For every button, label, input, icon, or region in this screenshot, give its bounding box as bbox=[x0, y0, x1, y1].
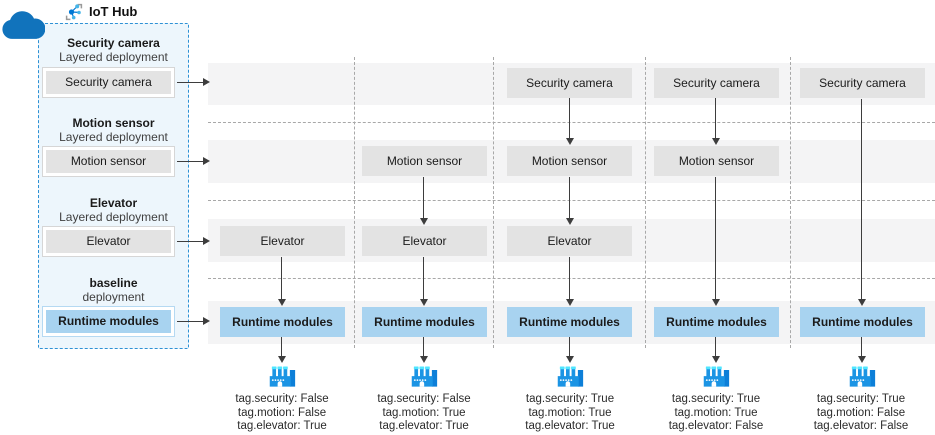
arrow-down bbox=[711, 337, 720, 363]
deployment-box-motion-sensor: Motion sensor bbox=[42, 146, 175, 177]
module-box-motion-sensor: Motion sensor bbox=[362, 146, 487, 176]
deployment-box-security-camera: Security camera bbox=[42, 67, 175, 98]
iot-hub-label: IoT Hub bbox=[89, 4, 138, 19]
arrow-right bbox=[177, 317, 210, 326]
arrow-down bbox=[857, 337, 866, 363]
module-box-elevator: Elevator bbox=[220, 226, 345, 256]
tag-line: tag.elevator: True bbox=[237, 420, 327, 432]
module-box-motion-sensor: Motion sensor bbox=[507, 146, 632, 176]
tag-line: tag.security: False bbox=[235, 393, 329, 405]
module-box-motion-sensor: Motion sensor bbox=[654, 146, 779, 176]
grid-row-divider bbox=[208, 278, 935, 279]
tag-line: tag.motion: False bbox=[816, 406, 906, 419]
deployment-subtitle: deployment bbox=[82, 290, 145, 304]
arrow-down bbox=[565, 98, 574, 145]
tag-line: tag.elevator: True bbox=[379, 420, 469, 432]
grid-row-divider bbox=[208, 200, 935, 201]
deployment-title: Elevator bbox=[89, 196, 138, 210]
module-box-security-camera: Security camera bbox=[800, 68, 925, 98]
arrow-down bbox=[419, 337, 428, 363]
arrow-down bbox=[711, 177, 720, 306]
deployment-box-runtime-modules: Runtime modules bbox=[42, 306, 175, 337]
device-tags: tag.security: False tag.motion: True tag… bbox=[349, 393, 499, 434]
grid-column-divider bbox=[790, 57, 791, 348]
device-tags: tag.security: True tag.motion: True tag.… bbox=[641, 393, 791, 434]
arrow-down bbox=[565, 337, 574, 363]
module-box-runtime-modules: Runtime modules bbox=[220, 307, 345, 337]
tag-line: tag.motion: True bbox=[528, 406, 612, 419]
device-tags: tag.security: False tag.motion: False ta… bbox=[207, 393, 357, 434]
arrow-down bbox=[857, 99, 866, 306]
tag-line: tag.motion: False bbox=[237, 406, 327, 419]
module-box-runtime-modules: Runtime modules bbox=[654, 307, 779, 337]
deployment-subtitle: Layered deployment bbox=[59, 130, 168, 144]
tag-line: tag.elevator: False bbox=[813, 420, 909, 432]
iot-edge-device-icon bbox=[703, 366, 730, 387]
deployment-box-label: Security camera bbox=[46, 71, 171, 94]
tag-line: tag.elevator: False bbox=[668, 420, 764, 432]
tag-line: tag.motion: True bbox=[382, 406, 466, 419]
arrow-right bbox=[177, 78, 210, 87]
module-box-elevator: Elevator bbox=[507, 226, 632, 256]
arrow-down bbox=[565, 177, 574, 225]
deployment-subtitle: Layered deployment bbox=[59, 50, 168, 64]
tag-line: tag.security: False bbox=[377, 393, 471, 405]
arrow-down bbox=[277, 337, 286, 363]
iot-hub-icon bbox=[65, 3, 83, 21]
arrow-down bbox=[565, 257, 574, 306]
deployment-box-label: Motion sensor bbox=[46, 150, 171, 173]
deployment-box-label: Elevator bbox=[46, 230, 171, 253]
module-box-security-camera: Security camera bbox=[507, 68, 632, 98]
grid-column-divider bbox=[645, 57, 646, 348]
arrow-right bbox=[177, 237, 210, 246]
iot-edge-device-icon bbox=[411, 366, 438, 387]
cloud-icon bbox=[2, 11, 45, 39]
iot-edge-device-icon bbox=[269, 366, 296, 387]
device-tags: tag.security: True tag.motion: False tag… bbox=[786, 393, 935, 434]
arrow-down bbox=[419, 177, 428, 225]
tag-line: tag.security: True bbox=[816, 393, 906, 405]
grid-row-divider bbox=[208, 122, 935, 123]
deployment-title: Motion sensor bbox=[72, 116, 155, 130]
arrow-down bbox=[711, 98, 720, 145]
grid-column-divider bbox=[493, 57, 494, 348]
grid-column-divider bbox=[354, 57, 355, 348]
tag-line: tag.elevator: True bbox=[525, 420, 615, 432]
device-tags: tag.security: True tag.motion: True tag.… bbox=[495, 393, 645, 434]
iot-edge-device-icon bbox=[557, 366, 584, 387]
arrow-right bbox=[177, 157, 210, 166]
module-box-runtime-modules: Runtime modules bbox=[800, 307, 925, 337]
deployment-subtitle: Layered deployment bbox=[59, 210, 168, 224]
tag-line: tag.security: True bbox=[671, 393, 761, 405]
module-box-runtime-modules: Runtime modules bbox=[362, 307, 487, 337]
module-box-elevator: Elevator bbox=[362, 226, 487, 256]
deployment-title: baseline bbox=[89, 276, 138, 290]
tag-line: tag.motion: True bbox=[674, 406, 758, 419]
deployment-box-label: Runtime modules bbox=[46, 310, 171, 333]
module-box-runtime-modules: Runtime modules bbox=[507, 307, 632, 337]
tag-line: tag.security: True bbox=[525, 393, 615, 405]
iot-edge-device-icon bbox=[849, 366, 876, 387]
arrow-down bbox=[419, 257, 428, 306]
arrow-down bbox=[277, 257, 286, 306]
deployment-box-elevator: Elevator bbox=[42, 226, 175, 257]
module-box-security-camera: Security camera bbox=[654, 68, 779, 98]
deployment-title: Security camera bbox=[67, 36, 160, 50]
